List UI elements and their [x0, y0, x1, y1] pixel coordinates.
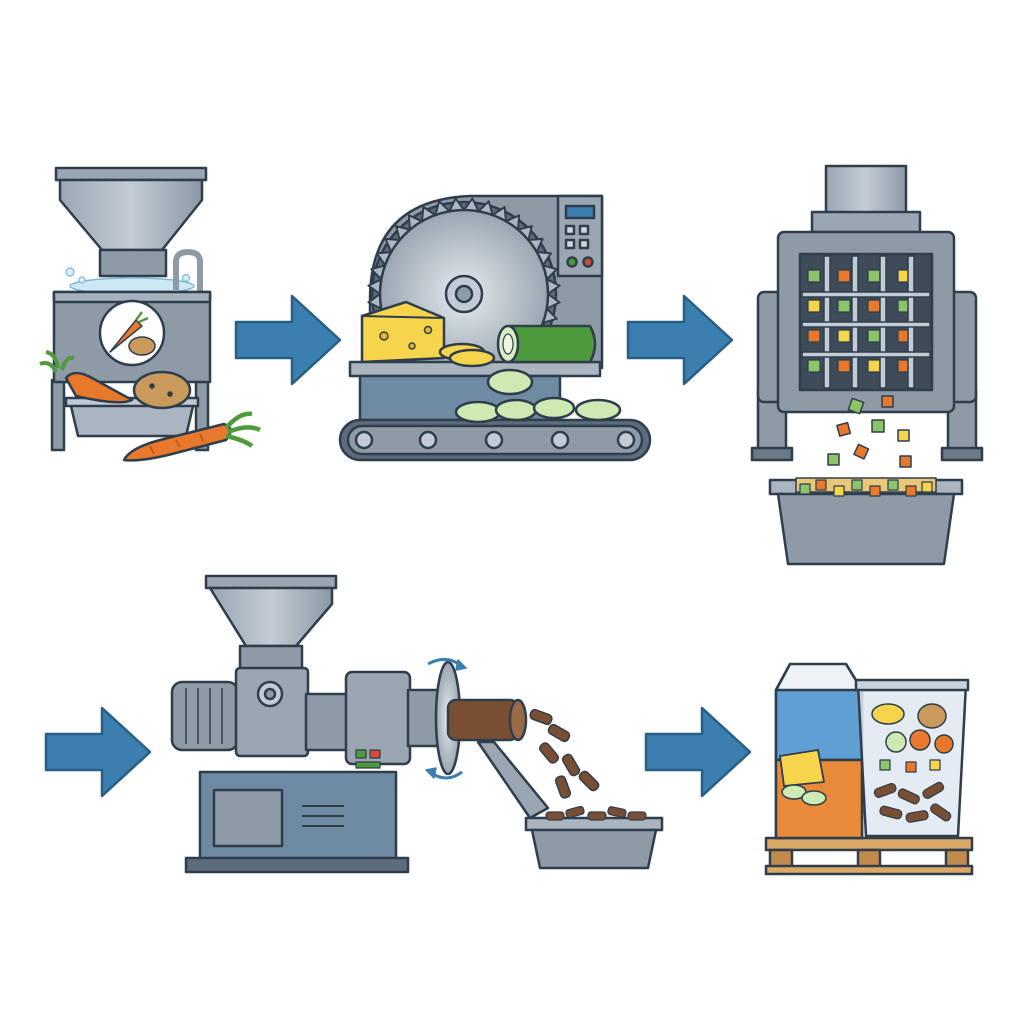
saw-blade-icon [367, 197, 561, 391]
washing-machine [39, 166, 262, 462]
extruder-machine [170, 574, 664, 874]
snack-bag-icon [854, 678, 970, 838]
arrow-icon [234, 294, 342, 386]
pallet-icon [764, 836, 974, 876]
arrow-icon [44, 706, 152, 798]
slicing-machine [338, 194, 652, 462]
dicing-machine [750, 164, 984, 566]
arrow-icon [626, 294, 734, 386]
packaging [764, 662, 974, 876]
arrow-icon [644, 706, 752, 798]
carton-icon [774, 662, 864, 840]
